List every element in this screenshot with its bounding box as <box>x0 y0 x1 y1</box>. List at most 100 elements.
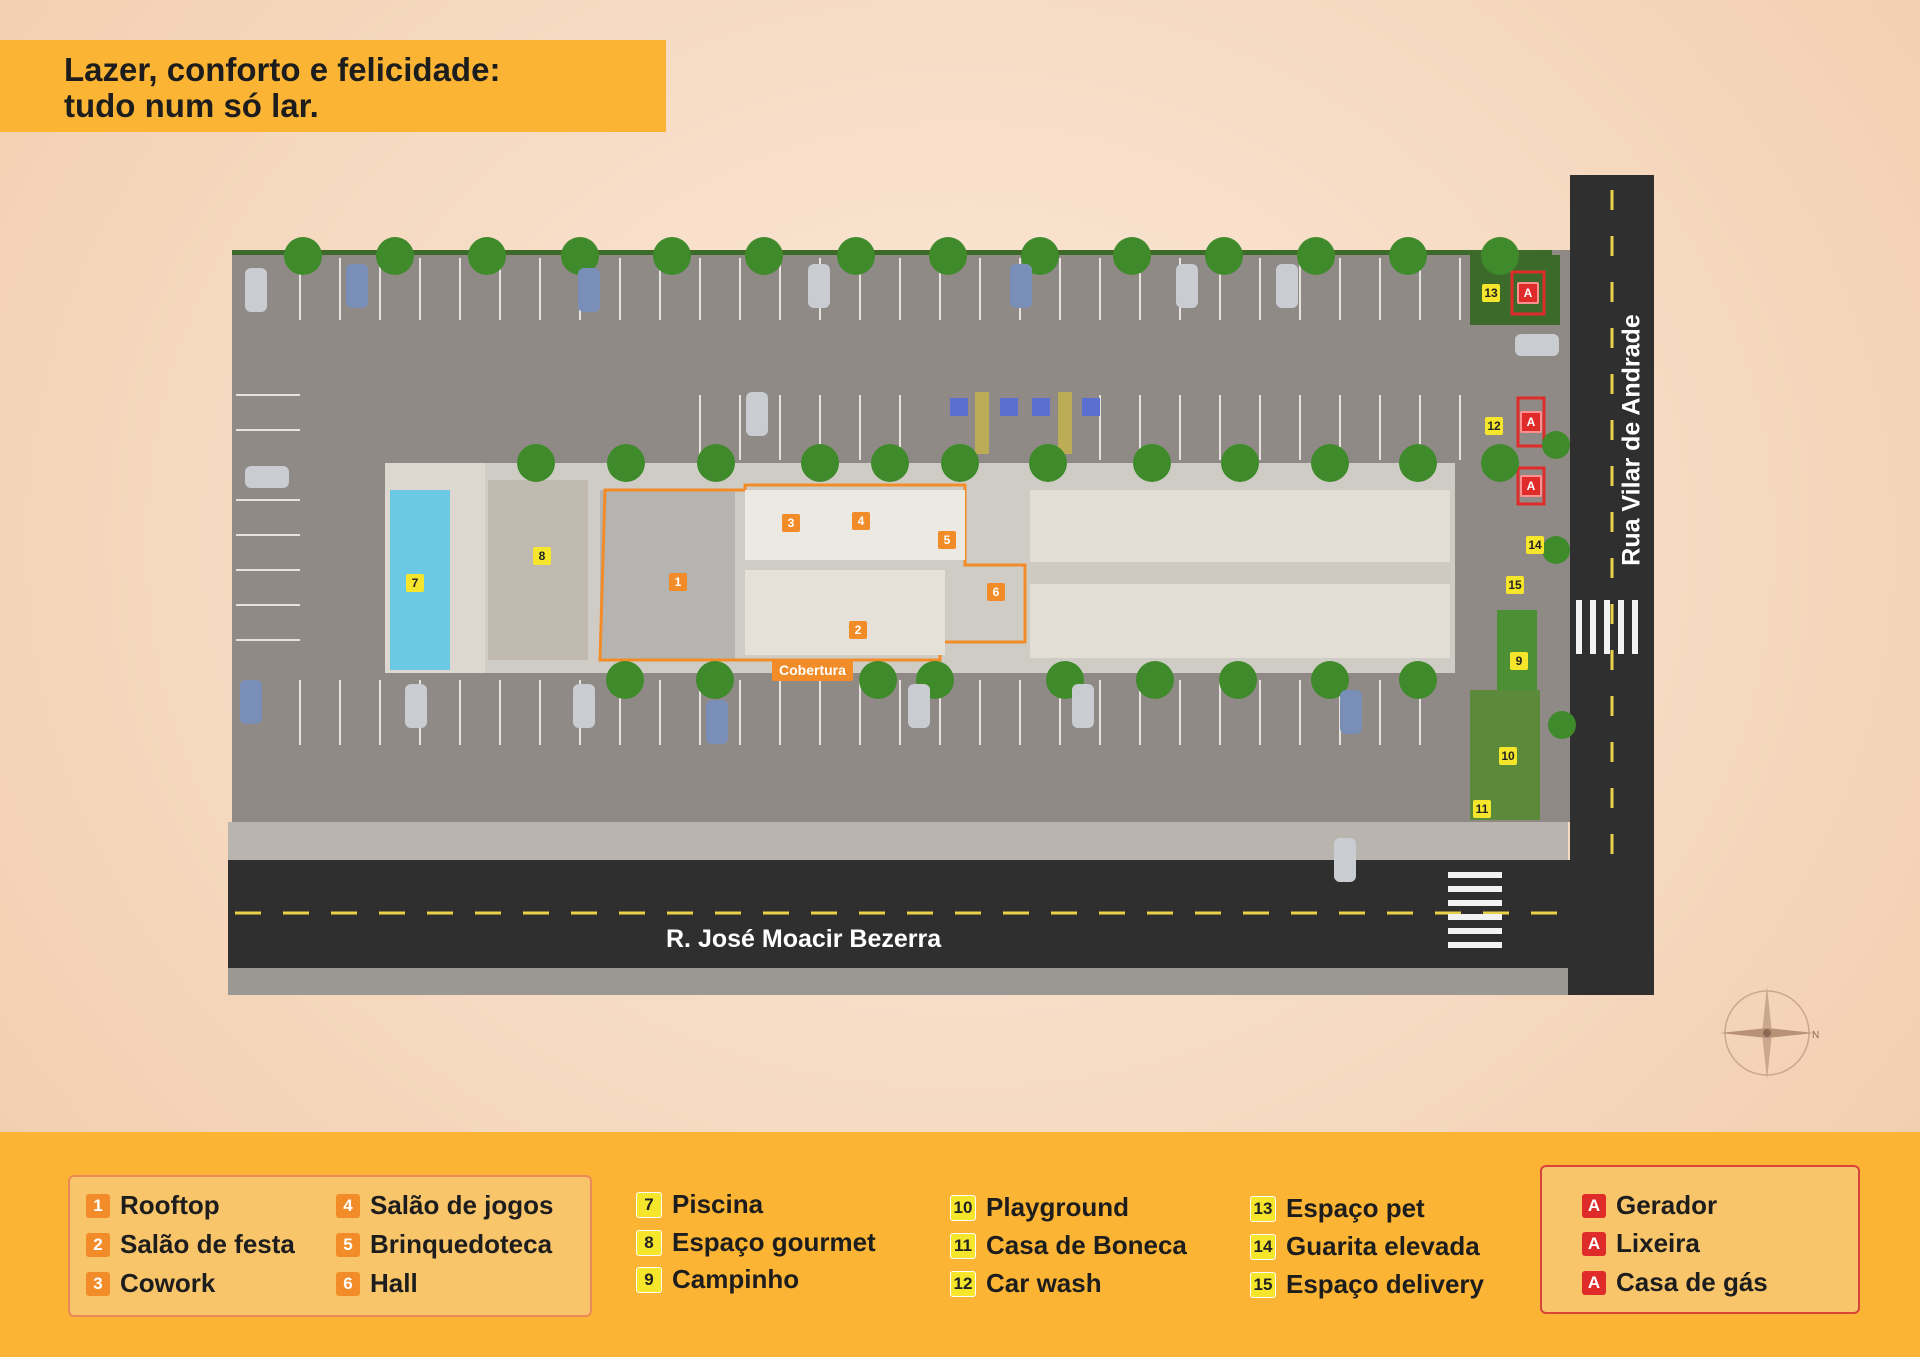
legend-label: Campinho <box>672 1264 800 1294</box>
corridor <box>1030 562 1450 584</box>
legend-label: Salão de jogos <box>370 1190 554 1220</box>
compass-north-label: N <box>1812 1030 1819 1041</box>
legend-label: Casa de Boneca <box>986 1230 1187 1260</box>
legend-item-car-wash: 12 Car wash <box>950 1268 1102 1299</box>
road-label-south: R. José Moacir Bezerra <box>666 925 942 953</box>
legend-item-campinho: 9 Campinho <box>636 1264 799 1295</box>
legend-num-4: 4 <box>336 1193 360 1218</box>
road-label-east: Rua Vilar de Andrade <box>1617 314 1646 566</box>
legend-label: Guarita elevada <box>1286 1231 1480 1261</box>
title-line-2: tudo num só lar. <box>64 87 319 124</box>
south-sidewalk <box>228 822 1568 860</box>
legend-label: Espaço pet <box>1286 1193 1425 1223</box>
trees <box>284 237 1576 739</box>
crosswalk-east <box>1576 600 1638 654</box>
legend-num-12: 12 <box>950 1270 976 1297</box>
legend-box-group-1 <box>68 1175 592 1317</box>
legend-label: Espaço delivery <box>1286 1269 1484 1299</box>
red-zone-middle <box>1516 396 1546 448</box>
legend-item-rooftop: 1 Rooftop <box>86 1190 220 1221</box>
legend-num-a: A <box>1582 1193 1606 1218</box>
legend-num-5: 5 <box>336 1232 360 1257</box>
parked-cars <box>240 264 1559 882</box>
red-zone-bottom <box>1516 466 1546 506</box>
legend-label: Casa de gás <box>1616 1267 1768 1297</box>
cobertura-label: Cobertura <box>772 659 853 681</box>
map-marker-13: 13 <box>1482 284 1500 302</box>
red-zone-top <box>1510 270 1546 316</box>
map-marker-8: 8 <box>533 547 551 565</box>
legend-label: Hall <box>370 1268 418 1298</box>
legend-item-piscina: 7 Piscina <box>636 1189 763 1220</box>
legend-num-11: 11 <box>950 1232 976 1259</box>
legend-item-brinquedoteca: 5 Brinquedoteca <box>336 1229 552 1260</box>
map-marker-9: 9 <box>1510 652 1528 670</box>
legend-num-a: A <box>1582 1231 1606 1256</box>
parking-stripes-west <box>236 394 300 641</box>
legend-label: Lixeira <box>1616 1228 1700 1258</box>
compass-rose-icon: N <box>1720 986 1819 1080</box>
legend-num-14: 14 <box>1250 1233 1276 1260</box>
map-marker-7: 7 <box>406 574 424 592</box>
legend-item-hall: 6 Hall <box>336 1268 418 1299</box>
legend-label: Salão de festa <box>120 1229 295 1259</box>
legend-num-8: 8 <box>636 1229 662 1256</box>
legend-num-3: 3 <box>86 1271 110 1296</box>
crosswalk-south <box>1448 872 1502 948</box>
legend-item-espaco-delivery: 15 Espaço delivery <box>1250 1269 1484 1300</box>
legend-item-gerador: A Gerador <box>1582 1190 1717 1221</box>
legend-item-playground: 10 Playground <box>950 1192 1129 1223</box>
legend-item-salao-de-jogos: 4 Salão de jogos <box>336 1190 554 1221</box>
legend-label: Espaço gourmet <box>672 1227 876 1257</box>
legend-num-10: 10 <box>950 1194 976 1221</box>
map-marker-a-middle: A <box>1520 411 1542 433</box>
page-title: Lazer, conforto e felicidade: tudo num s… <box>64 52 664 124</box>
map-marker-5: 5 <box>938 531 956 549</box>
legend-num-1: 1 <box>86 1193 110 1218</box>
parking-stripes-bottom <box>299 680 1421 745</box>
legend-item-casa-de-gas: A Casa de gás <box>1582 1267 1768 1298</box>
legend-num-2: 2 <box>86 1232 110 1257</box>
legend-item-cowork: 3 Cowork <box>86 1268 215 1299</box>
map-marker-2: 2 <box>849 621 867 639</box>
title-line-1: Lazer, conforto e felicidade: <box>64 51 501 88</box>
legend-item-salao-de-festa: 2 Salão de festa <box>86 1229 295 1260</box>
map-marker-1: 1 <box>669 573 687 591</box>
map-marker-6: 6 <box>987 583 1005 601</box>
legend-num-a: A <box>1582 1270 1606 1295</box>
east-road <box>1570 175 1654 995</box>
legend-item-casa-de-boneca: 11 Casa de Boneca <box>950 1230 1187 1261</box>
south-sidewalk-strip <box>228 968 1568 995</box>
legend-item-lixeira: A Lixeira <box>1582 1228 1700 1259</box>
legend-label: Rooftop <box>120 1190 220 1220</box>
header-banner <box>0 40 666 132</box>
legend-label: Brinquedoteca <box>370 1229 553 1259</box>
legend-item-espaco-gourmet: 8 Espaço gourmet <box>636 1227 876 1258</box>
legend-num-15: 15 <box>1250 1271 1276 1298</box>
map-marker-a-top: A <box>1517 282 1539 304</box>
party-hall <box>745 570 945 655</box>
legend-item-espaco-pet: 13 Espaço pet <box>1250 1193 1425 1224</box>
legend-num-13: 13 <box>1250 1195 1276 1222</box>
rooftop-area <box>600 490 735 660</box>
map-marker-15: 15 <box>1506 576 1524 594</box>
map-marker-4: 4 <box>852 512 870 530</box>
site-plan-map: R. José Moacir Bezerra Rua Vilar de Andr… <box>228 175 1819 1080</box>
legend-item-guarita-elevada: 14 Guarita elevada <box>1250 1231 1480 1262</box>
legend-label: Piscina <box>672 1189 764 1219</box>
legend-num-9: 9 <box>636 1266 662 1293</box>
map-marker-11: 11 <box>1473 800 1491 818</box>
map-marker-12: 12 <box>1485 417 1503 435</box>
legend-num-6: 6 <box>336 1271 360 1296</box>
legend-label: Gerador <box>1616 1190 1718 1220</box>
legend-label: Cowork <box>120 1268 216 1298</box>
map-marker-3: 3 <box>782 514 800 532</box>
gourmet-area <box>488 480 588 660</box>
map-marker-10: 10 <box>1499 747 1517 765</box>
lot-border-top <box>232 250 1552 255</box>
accessible-parking-icons <box>950 392 1100 454</box>
legend-num-7: 7 <box>636 1191 662 1218</box>
legend-label: Playground <box>986 1192 1130 1222</box>
legend-label: Car wash <box>986 1268 1102 1298</box>
map-marker-14: 14 <box>1526 536 1544 554</box>
